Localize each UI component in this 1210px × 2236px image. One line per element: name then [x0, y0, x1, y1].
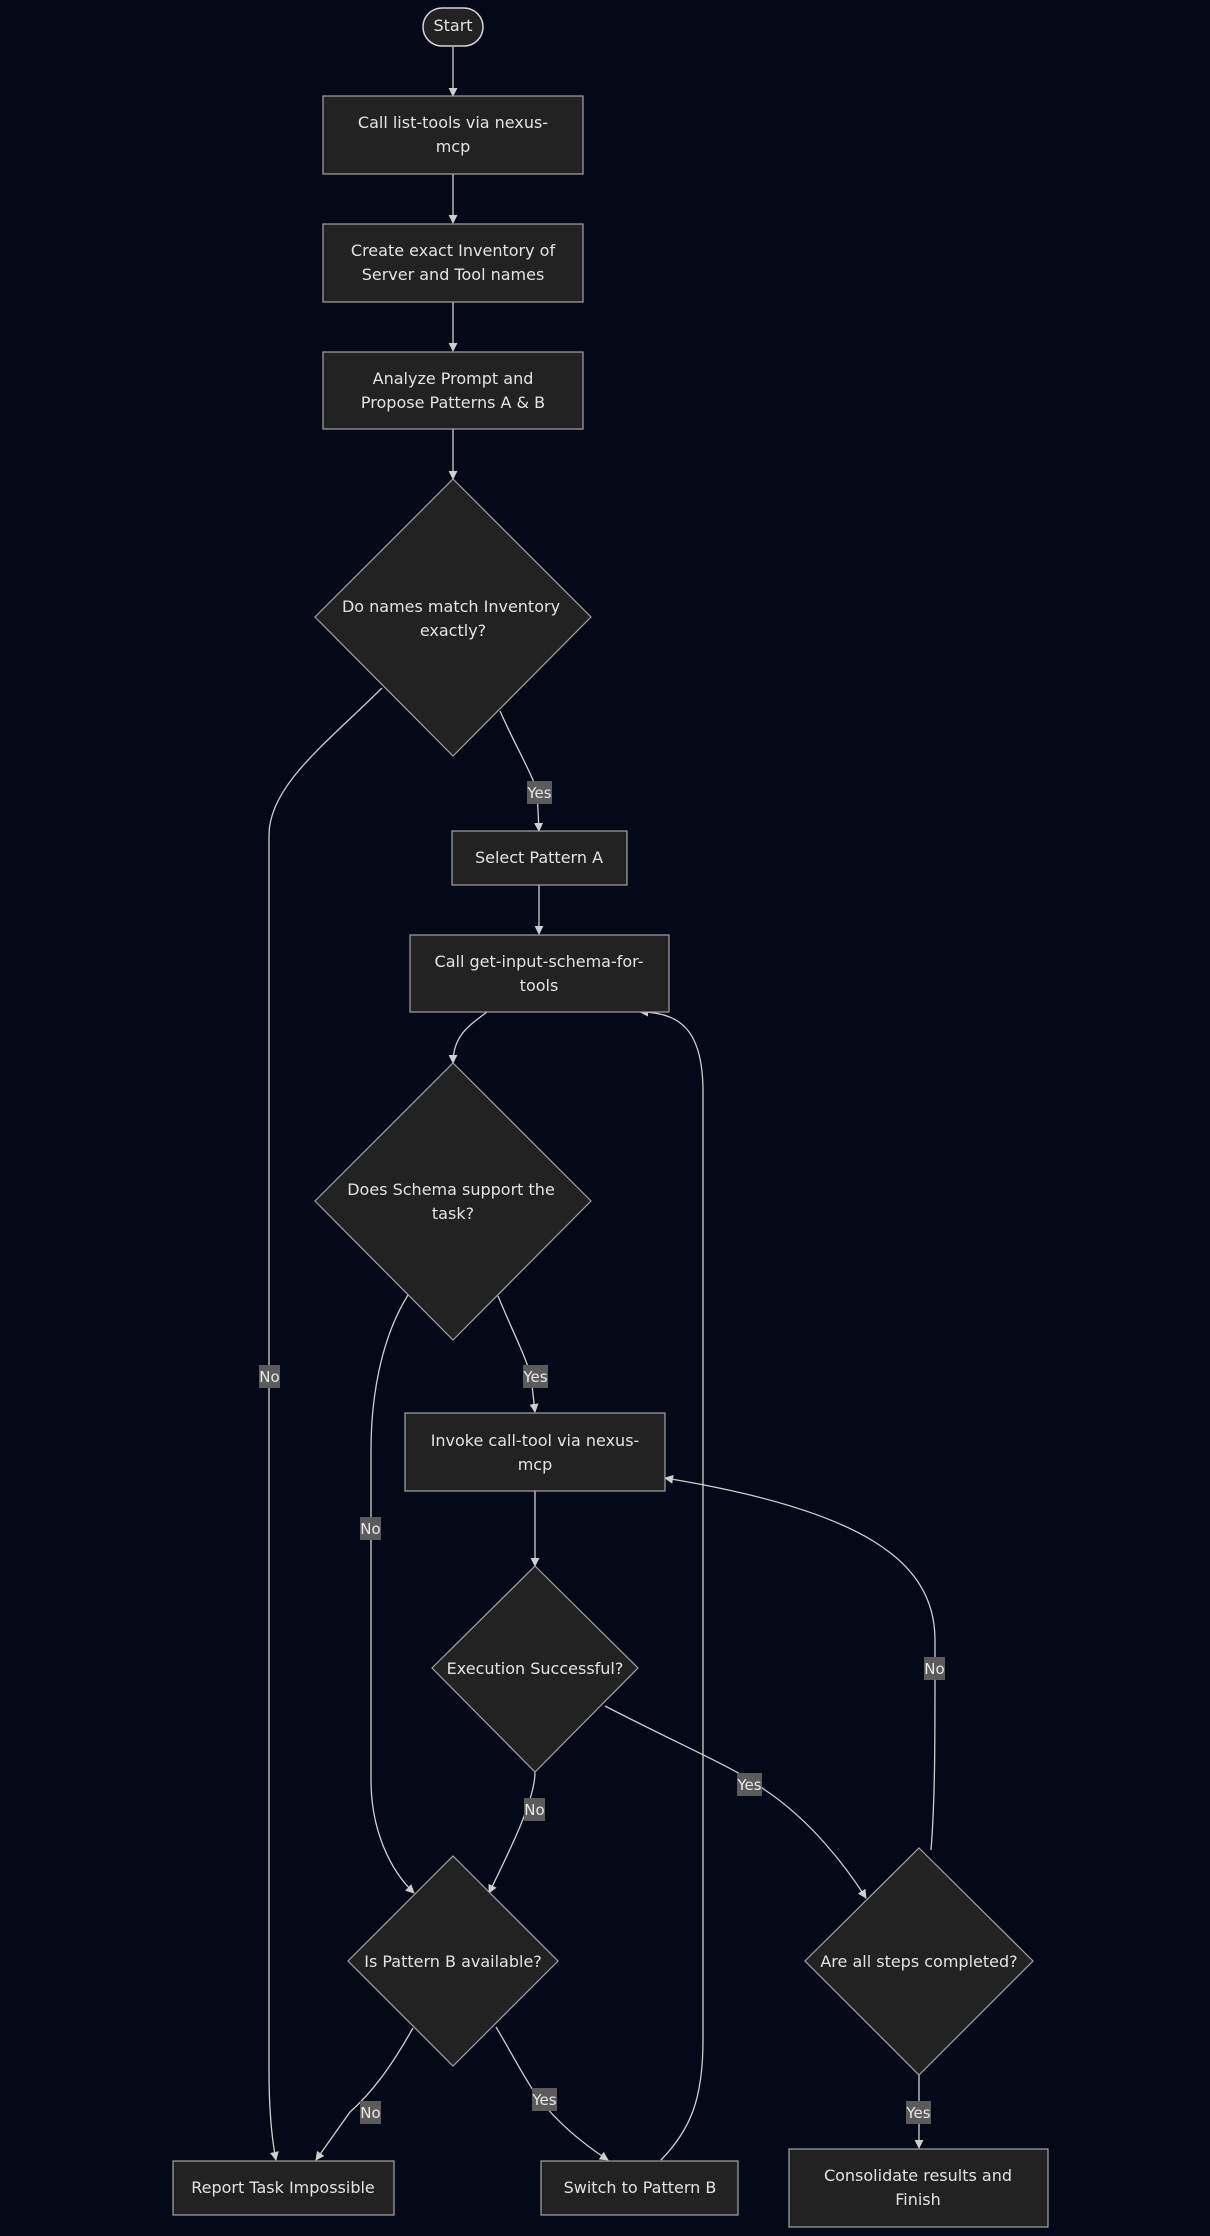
get-schema-line-2: tools [520, 976, 559, 995]
get-schema-box [409, 934, 670, 1013]
analyze-line-2: Propose Patterns A & B [361, 393, 545, 412]
inventory-box [322, 223, 584, 303]
edge-label-pattern-b-yes: Yes [531, 2088, 557, 2111]
node-report: Report Task Impossible [172, 2160, 395, 2216]
edge-label-text: No [360, 1520, 380, 1538]
node-invoke: Invoke call-tool via nexus- mcp [404, 1412, 666, 1492]
list-tools-box [322, 95, 584, 175]
exec-success-label: Execution Successful? [447, 1659, 624, 1678]
node-exec-success: Execution Successful? [431, 1565, 639, 1773]
edge-label-text: Yes [736, 1776, 761, 1794]
consolidate-line-2: Finish [895, 2190, 941, 2209]
edge-label-exec-yes: Yes [736, 1773, 762, 1796]
edge-label-schema-no: No [360, 1517, 381, 1540]
node-get-schema: Call get-input-schema-for- tools [409, 934, 670, 1013]
all-steps-diamond [804, 1847, 1034, 2076]
invoke-line-2: mcp [518, 1455, 553, 1474]
pattern-b-available-diamond [347, 1855, 559, 2067]
edges [268, 47, 936, 2161]
start-label: Start [433, 16, 472, 35]
report-box [172, 2160, 395, 2216]
node-inventory: Create exact Inventory of Server and Too… [322, 223, 584, 303]
invoke-line-1: Invoke call-tool via nexus- [431, 1431, 640, 1450]
edge-label-names-yes: Yes [526, 781, 552, 804]
names-match-line-1: Do names match Inventory [342, 597, 560, 616]
edge-label-steps-no: No [924, 1657, 945, 1680]
edge-label-steps-yes: Yes [905, 2101, 931, 2124]
inventory-line-1: Create exact Inventory of [351, 241, 556, 260]
node-start: Start [422, 7, 484, 47]
schema-support-line-1: Does Schema support the [347, 1180, 555, 1199]
edge-names-match-yes [499, 710, 544, 832]
node-list-tools: Call list-tools via nexus- mcp [322, 95, 584, 175]
node-switch-b: Switch to Pattern B [540, 2160, 739, 2216]
edge-exec-success-yes [604, 1705, 867, 1899]
pattern-a-label: Select Pattern A [475, 848, 603, 867]
edge-label-names-no: No [259, 1365, 280, 1388]
edge-exec-success-no [488, 1771, 536, 1894]
edge-label-text: Yes [522, 1368, 547, 1386]
edge-label-exec-no: No [524, 1798, 545, 1821]
edge-schema-support-no [370, 1294, 415, 1894]
edge-switch-b-to-get-schema [639, 1007, 704, 2161]
analyze-box [322, 351, 584, 430]
edge-get-schema-to-schema-support [448, 1011, 488, 1064]
names-match-line-2: exactly? [420, 621, 486, 640]
list-tools-line-2: mcp [436, 137, 471, 156]
edge-label-text: No [360, 2104, 380, 2122]
report-label: Report Task Impossible [191, 2178, 375, 2197]
invoke-box [404, 1412, 666, 1492]
edge-label-text: No [524, 1801, 544, 1819]
node-analyze: Analyze Prompt and Propose Patterns A & … [322, 351, 584, 430]
inventory-line-2: Server and Tool names [362, 265, 545, 284]
node-consolidate: Consolidate results and Finish [788, 2148, 1049, 2228]
node-pattern-a: Select Pattern A [451, 830, 628, 886]
all-steps-label: Are all steps completed? [820, 1952, 1017, 1971]
edge-label-text: Yes [905, 2104, 930, 2122]
get-schema-line-1: Call get-input-schema-for- [435, 952, 644, 971]
node-schema-support: Does Schema support the task? [314, 1062, 592, 1341]
edge-label-schema-yes: Yes [522, 1365, 548, 1388]
start-pill [422, 7, 484, 47]
switch-b-label: Switch to Pattern B [564, 2178, 717, 2197]
edge-names-match-no [268, 687, 383, 2161]
node-all-steps: Are all steps completed? [804, 1847, 1034, 2076]
schema-support-diamond [314, 1062, 592, 1341]
schema-support-line-2: task? [432, 1204, 474, 1223]
pattern-a-box [451, 830, 628, 886]
node-pattern-b-available: Is Pattern B available? [347, 1855, 559, 2067]
names-match-diamond [314, 478, 592, 757]
list-tools-line-1: Call list-tools via nexus- [358, 113, 548, 132]
consolidate-line-1: Consolidate results and [824, 2166, 1012, 2185]
edge-label-text: No [924, 1660, 944, 1678]
analyze-line-1: Analyze Prompt and [373, 369, 534, 388]
exec-success-diamond [431, 1565, 639, 1773]
edge-label-text: Yes [526, 784, 551, 802]
edge-label-pattern-b-no: No [360, 2101, 381, 2124]
pattern-b-available-label: Is Pattern B available? [364, 1952, 542, 1971]
node-names-match: Do names match Inventory exactly? [314, 478, 592, 757]
switch-b-box [540, 2160, 739, 2216]
edge-label-text: Yes [531, 2091, 556, 2109]
edge-schema-support-yes [497, 1295, 539, 1413]
edge-label-text: No [259, 1368, 279, 1386]
consolidate-box [788, 2148, 1049, 2228]
edge-pattern-b-no [315, 2027, 414, 2161]
edge-all-steps-no [664, 1474, 936, 1851]
